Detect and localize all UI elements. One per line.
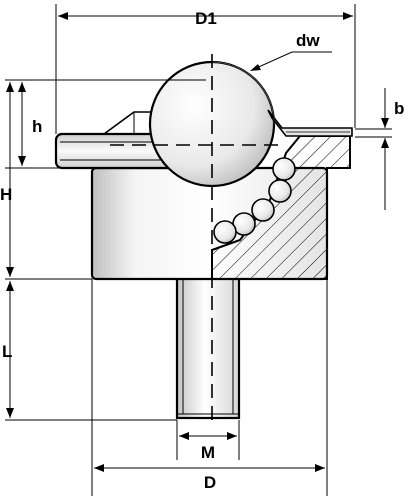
label-h-small: h (32, 117, 42, 136)
dimension-l: L (2, 281, 14, 418)
threaded-stud (175, 276, 241, 420)
dimension-b: b (381, 88, 404, 210)
support-ball-3 (251, 198, 275, 222)
sealing-cap (267, 109, 353, 137)
support-ball-5 (213, 220, 237, 244)
support-ball-2 (268, 179, 292, 203)
dimension-m: M (179, 432, 237, 462)
dimension-d: D (94, 464, 325, 492)
support-balls (213, 157, 296, 244)
label-l: L (2, 342, 12, 361)
dimension-d1: D1 (58, 9, 353, 28)
label-b: b (394, 99, 404, 118)
label-dw: dw (296, 31, 320, 50)
dimension-dw: dw (250, 31, 332, 71)
centerlines (110, 54, 280, 425)
label-h-total: H (0, 185, 12, 204)
support-ball-1 (272, 157, 296, 181)
label-d: D (204, 473, 216, 492)
dimension-h-total: H (0, 82, 14, 277)
dimension-h-small: h (18, 82, 42, 166)
label-d1: D1 (195, 9, 217, 28)
label-m: M (201, 443, 215, 462)
extension-lines (5, 4, 392, 496)
